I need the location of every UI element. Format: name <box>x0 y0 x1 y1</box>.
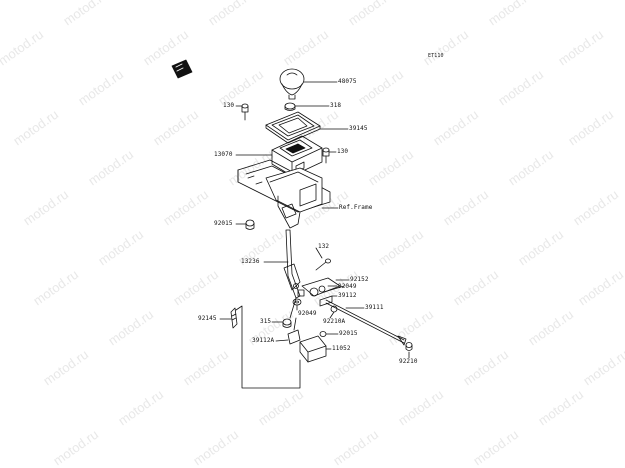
part-label: 132 <box>318 243 330 250</box>
ref-frame-label: Ref.Frame <box>339 204 373 211</box>
shift-knob <box>279 68 305 100</box>
leader-92210A <box>329 311 335 319</box>
part-label: 13070 <box>214 151 233 158</box>
shift-gate-console <box>271 135 323 177</box>
diagram-code: ET110 <box>428 53 444 59</box>
part-label: 39112 <box>338 292 357 299</box>
bolt-130-left <box>241 103 249 121</box>
part-label: 92015 <box>214 220 233 227</box>
part-label: 39145 <box>349 125 368 132</box>
nut-92015-lower <box>319 331 327 337</box>
bolt-130-right <box>322 147 330 164</box>
clip-315 <box>282 318 292 328</box>
shift-boot-plate <box>265 111 321 144</box>
nut-92210 <box>405 342 413 351</box>
part-label: 92152 <box>350 276 369 283</box>
shift-rod <box>325 299 407 346</box>
front-arrow-icon <box>171 59 193 79</box>
part-label: 92015 <box>339 330 358 337</box>
part-label: 92145 <box>198 315 217 322</box>
linkage-joint <box>297 277 345 307</box>
part-label: 11052 <box>332 345 351 352</box>
leader-132 <box>315 247 323 259</box>
washer-92049-lower <box>292 298 302 306</box>
part-label: 315 <box>260 318 272 325</box>
part-label: 39112A <box>252 337 275 344</box>
frame-bracket <box>237 159 331 229</box>
leader-39112A <box>275 339 289 342</box>
part-label: 92049 <box>298 310 317 317</box>
assembly-outline <box>235 305 301 389</box>
bracket-11052 <box>299 335 327 363</box>
part-label: 130 <box>337 148 349 155</box>
part-label: 92210A <box>323 318 346 325</box>
nut-92015-upper <box>245 219 255 230</box>
part-label: 92049 <box>338 283 357 290</box>
part-label: 39111 <box>365 304 384 311</box>
part-label: 130 <box>223 102 235 109</box>
rod-end-39112A <box>287 317 301 345</box>
part-label: 318 <box>330 102 342 109</box>
spring-92145 <box>230 307 238 329</box>
part-label: 13236 <box>241 258 260 265</box>
bolt-132 <box>315 258 331 271</box>
part-label: 48075 <box>338 78 357 85</box>
part-label: 92210 <box>399 358 418 365</box>
nut-318 <box>284 102 296 111</box>
